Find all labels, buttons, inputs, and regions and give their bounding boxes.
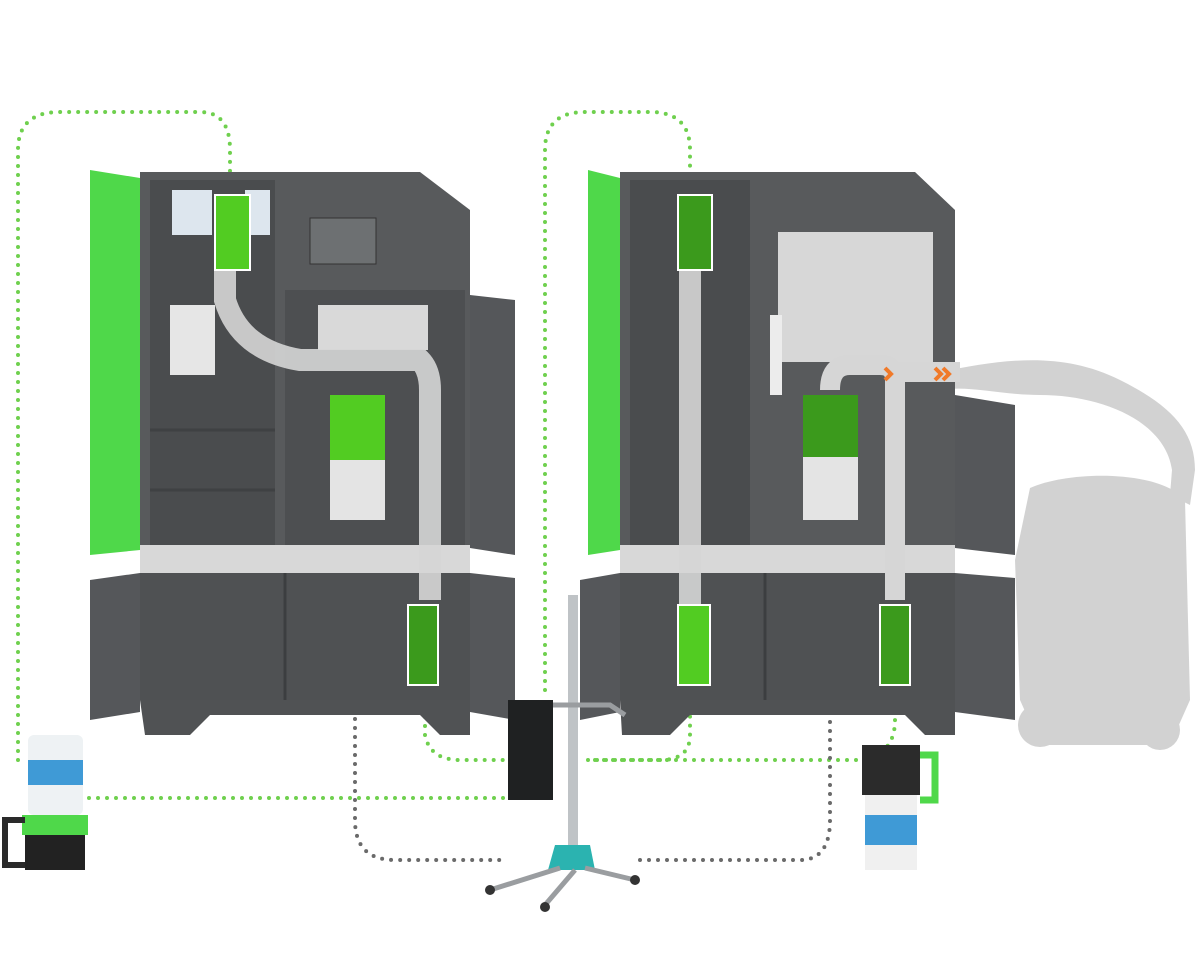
grey-dotted-flow-lines <box>353 438 832 862</box>
vacuum-cleaner-silhouette <box>940 360 1195 750</box>
right-station <box>580 170 1015 735</box>
orange-chevrons <box>883 366 952 382</box>
left-door[interactable] <box>90 170 140 555</box>
touchscreen[interactable] <box>309 217 377 265</box>
trolley-lift <box>485 595 640 912</box>
green-dotted-flow-lines <box>16 110 897 800</box>
right-container <box>862 745 939 870</box>
left-door[interactable] <box>588 170 620 555</box>
right-door[interactable] <box>470 295 515 555</box>
left-container <box>2 735 88 870</box>
left-station <box>90 170 515 735</box>
right-door[interactable] <box>955 395 1015 555</box>
